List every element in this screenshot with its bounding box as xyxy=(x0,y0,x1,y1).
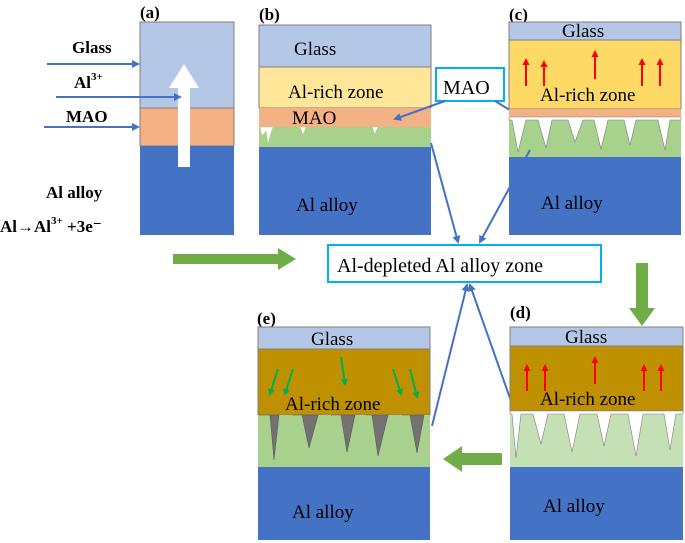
panel-b-al-rich-layer xyxy=(258,66,432,109)
mao-callout-box xyxy=(435,67,505,102)
panel-e-glass-label: Glass xyxy=(311,329,353,350)
panel-b-corrosion-pits xyxy=(259,126,379,145)
depleted-callout-box xyxy=(327,244,602,283)
panel-d-label: (d) xyxy=(510,303,531,322)
panel-e-corrosion-spikes xyxy=(259,414,425,461)
mao-callout-label: MAO xyxy=(443,77,490,99)
panel-a-al-ion-label: Al3+ xyxy=(74,71,103,92)
panel-b-label: (b) xyxy=(259,5,280,24)
panel-c-alloy-layer xyxy=(509,157,681,235)
connector-from-b xyxy=(430,142,461,244)
panel-b-glass-layer xyxy=(258,24,432,68)
connector-from-d xyxy=(468,283,518,419)
panel-d-alloy-label: Al alloy xyxy=(543,496,605,517)
panel-c-glass-label: Glass xyxy=(562,21,604,42)
panel-e-alloy-label: Al alloy xyxy=(292,502,354,523)
panel-a-alloy-label: Al alloy xyxy=(46,183,103,202)
panel-c-corrosion-spikes xyxy=(508,116,682,153)
panel-d-glass-label: Glass xyxy=(565,327,607,348)
flow-arrow-d-to-e xyxy=(443,446,502,472)
panel-c: (c) Glass Al-rich zone Al alloy xyxy=(508,5,682,235)
panel-a-label: (a) xyxy=(140,3,160,22)
panel-c-mao-layer xyxy=(509,109,681,117)
panel-b-alloy-label: Al alloy xyxy=(296,195,358,216)
panel-e-alloy-layer xyxy=(258,467,430,540)
panel-a: (a) Glass Al3+ MAO Al alloy Al→Al3+ +3e⁻ xyxy=(0,3,235,236)
panel-e-label: (e) xyxy=(257,309,276,328)
panel-c-al-rich-label: Al-rich zone xyxy=(540,85,635,106)
panel-b-depleted-layer xyxy=(259,127,431,147)
panel-b-mao-label: MAO xyxy=(292,108,336,129)
panel-b-al-rich-label: Al-rich zone xyxy=(288,82,383,103)
panel-a-reaction: Al→Al3+ +3e⁻ xyxy=(0,215,102,236)
connector-from-e xyxy=(431,283,470,427)
mao-callout-connector-b xyxy=(393,100,446,121)
panel-c-alloy-label: Al alloy xyxy=(541,193,603,214)
panel-b: (b) Glass Al-rich zone MAO Al alloy xyxy=(258,5,432,235)
panel-a-upward-arrow xyxy=(169,64,199,167)
panel-d-corrosion-spikes xyxy=(509,410,684,459)
panel-b-glass-label: Glass xyxy=(294,39,336,60)
connector-from-c xyxy=(479,149,531,244)
panel-b-alloy-layer xyxy=(259,147,431,235)
panel-a-glass-label: Glass xyxy=(72,38,112,57)
panel-c-label: (c) xyxy=(509,5,528,24)
panel-e-al-rich-label: Al-rich zone xyxy=(285,394,380,415)
panel-a-mao-label: MAO xyxy=(66,107,108,126)
panel-c-red-arrows xyxy=(522,50,664,86)
depleted-callout-label: Al-depleted Al alloy zone xyxy=(337,255,543,277)
panel-e: (e) Glass Al-rich zone Al alloy xyxy=(257,309,431,540)
flow-arrow-c-to-d xyxy=(629,263,655,326)
panel-d-red-arrows xyxy=(523,356,665,391)
panel-b-mao-layer xyxy=(259,108,431,127)
panel-d: (d) Glass Al-rich zone Al alloy xyxy=(509,303,684,540)
panel-d-al-rich-label: Al-rich zone xyxy=(540,389,635,410)
panel-d-alloy-layer xyxy=(510,467,683,540)
flow-arrow-a-to-center xyxy=(173,248,296,270)
depleted-callout-connectors xyxy=(430,142,531,427)
panel-e-green-arrows xyxy=(268,356,420,399)
